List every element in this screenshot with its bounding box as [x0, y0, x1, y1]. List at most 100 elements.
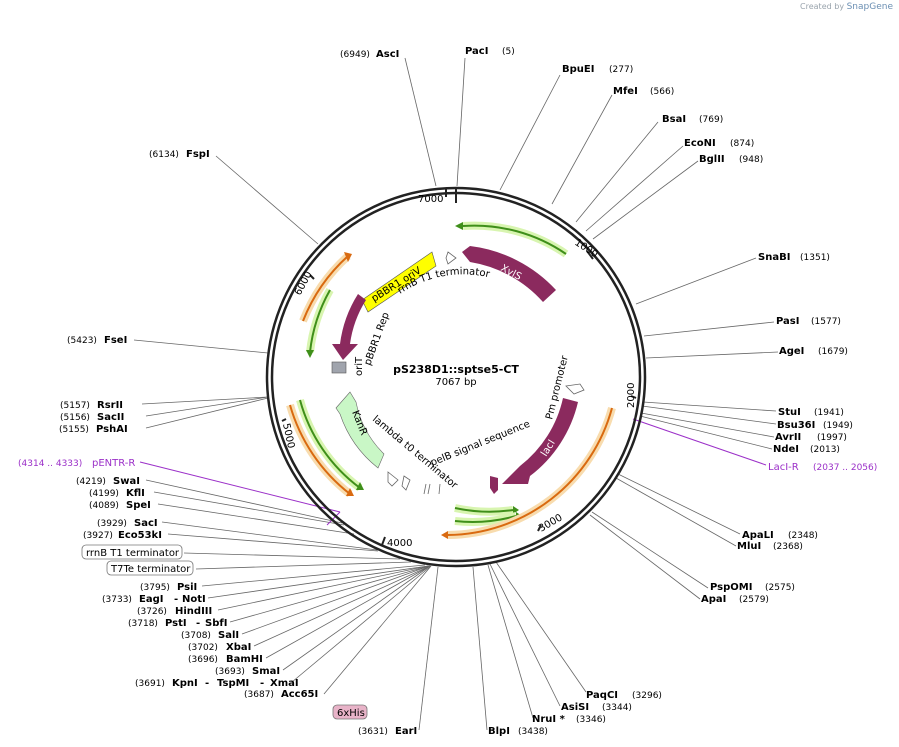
enzyme-name-label: EarI: [395, 726, 417, 737]
enzyme-leader-lines: [133, 57, 779, 731]
site-position-label: (3702): [188, 643, 218, 653]
site-position-label: (3795): [140, 583, 170, 593]
enzyme-name-label: PacI: [465, 46, 488, 57]
site-position-label: (5157): [60, 401, 90, 411]
primer-labels: LacI-R (2037 .. 2056) (4314 .. 4333) pEN…: [18, 458, 877, 473]
site-position-label: (1577): [811, 317, 841, 327]
site-position-label: (3693): [215, 667, 245, 677]
enzyme-name-label: RsrII: [97, 400, 123, 411]
tick-label: 5000: [280, 422, 296, 449]
plasmid-length: 7067 bp: [435, 377, 476, 388]
ring-ticks: [281, 189, 637, 546]
enzyme-name-label: AscI: [376, 49, 399, 60]
enzyme-name-label: NruI *: [532, 714, 566, 725]
enzyme-name-label: FseI: [104, 335, 127, 346]
feature-label: oriT: [354, 356, 365, 376]
tick-label: 2000: [626, 383, 637, 408]
enzyme-name-label: StuI: [778, 407, 801, 418]
enzyme-name-label: EagI: [139, 594, 163, 605]
enzyme-name-label: SnaBI: [758, 252, 790, 263]
site-position-label: (1949): [823, 421, 853, 431]
enzyme-name-label: TspMI: [217, 678, 249, 689]
enzyme-name-label: SbfI: [205, 618, 227, 629]
site-position-label: (769): [699, 115, 723, 125]
feature-pm-promoter-arrow: [565, 383, 585, 395]
boxed-labels: rrnB T1 terminator T7Te terminator 6xHis: [81, 544, 368, 720]
enzyme-name-label: PshAI: [96, 424, 128, 435]
boxed-feature-label: 6xHis: [337, 708, 365, 719]
feature-laci: [502, 398, 578, 484]
tick-label: 7000: [418, 194, 443, 205]
enzyme-name-label: BsaI: [662, 114, 686, 125]
site-position-label: (3631): [358, 727, 388, 737]
feature-t7te-arrow: [401, 475, 411, 491]
site-position-label: (3687): [244, 690, 274, 700]
site-position-label: (2575): [765, 583, 795, 593]
site-position-label: (4219): [76, 477, 106, 487]
enzyme-name-label: SalI: [218, 630, 239, 641]
enzyme-name-label: Bsu36I: [777, 420, 815, 431]
enzyme-name-label: SpeI: [126, 500, 151, 511]
tick-label: 3000: [537, 512, 565, 534]
site-position-label: (566): [650, 87, 674, 97]
site-position-label: (1351): [800, 253, 830, 263]
site-position-label: (3733): [102, 595, 132, 605]
enzyme-name-label: BpuEI: [562, 64, 594, 75]
site-position-label: (948): [739, 155, 763, 165]
enzyme-name-label: NotI: [182, 594, 206, 605]
enzyme-name-label: NdeI: [773, 444, 799, 455]
site-position-label: (3696): [188, 655, 218, 665]
enzyme-name-label: EcoNI: [684, 138, 716, 149]
feature-pbbr1-rep: [332, 294, 366, 360]
enzyme-name-label: MluI: [737, 541, 761, 552]
tick-label: 4000: [387, 538, 412, 549]
site-position-label: (874): [730, 139, 754, 149]
site-position-label: (1679): [818, 347, 848, 357]
site-position-label: (2013): [810, 445, 840, 455]
svg-text:-: -: [260, 678, 264, 689]
enzyme-name-label: Eco53kI: [118, 530, 162, 541]
site-position-label: (3708): [181, 631, 211, 641]
feature-rrnb-arrow: [445, 251, 457, 265]
site-position-label: (2579): [739, 595, 769, 605]
primer-label: LacI-R: [768, 462, 799, 473]
site-position-label: (277): [609, 65, 633, 75]
boxed-feature-label: rrnB T1 terminator: [86, 548, 180, 559]
enzyme-name-label: PspOMI: [710, 582, 752, 593]
snapgene-watermark: Created by SnapGene: [800, 2, 893, 12]
site-position-label: (2368): [773, 542, 803, 552]
feature-orit: [331, 361, 347, 374]
enzyme-name-label: KflI: [126, 488, 145, 499]
feature-pelb: [490, 476, 498, 494]
enzyme-name-label: PasI: [776, 316, 799, 327]
enzyme-name-label: PsiI: [177, 582, 197, 593]
primer-label: pENTR-R: [92, 458, 135, 469]
svg-text:-: -: [174, 594, 178, 605]
enzyme-name-label: SacII: [97, 412, 124, 423]
enzyme-name-label: AgeI: [779, 346, 804, 357]
enzyme-name-label: HindIII: [175, 606, 212, 617]
svg-text:-: -: [196, 618, 200, 629]
site-position-label: (1941): [814, 408, 844, 418]
enzyme-name-label: BlpI: [488, 726, 510, 737]
enzyme-name-label: BamHI: [226, 654, 263, 665]
enzyme-name-label: PstI: [165, 618, 187, 629]
site-position-label: (3726): [137, 607, 167, 617]
site-position-label: (4314 .. 4333): [18, 459, 82, 469]
site-position-label: (4199): [89, 489, 119, 499]
enzyme-name-label: XbaI: [226, 642, 251, 653]
site-position-label: (3346): [576, 715, 606, 725]
site-position-label: (3296): [632, 691, 662, 701]
site-position-label: (5423): [67, 336, 97, 346]
enzyme-name-label: AvrII: [775, 432, 801, 443]
enzyme-name-label: SmaI: [252, 666, 280, 677]
site-position-label: (3927): [83, 531, 113, 541]
svg-text:-: -: [205, 678, 209, 689]
site-position-label: (5156): [60, 413, 90, 423]
site-position-label: (3438): [518, 727, 548, 737]
primer-leader-lines: [139, 418, 767, 526]
enzyme-name-label: SacI: [134, 518, 158, 529]
enzyme-labels: PacI (5) (6949) AscI BpuEI (277) MfeI (5…: [59, 46, 853, 737]
feature-kanr: [335, 391, 385, 469]
